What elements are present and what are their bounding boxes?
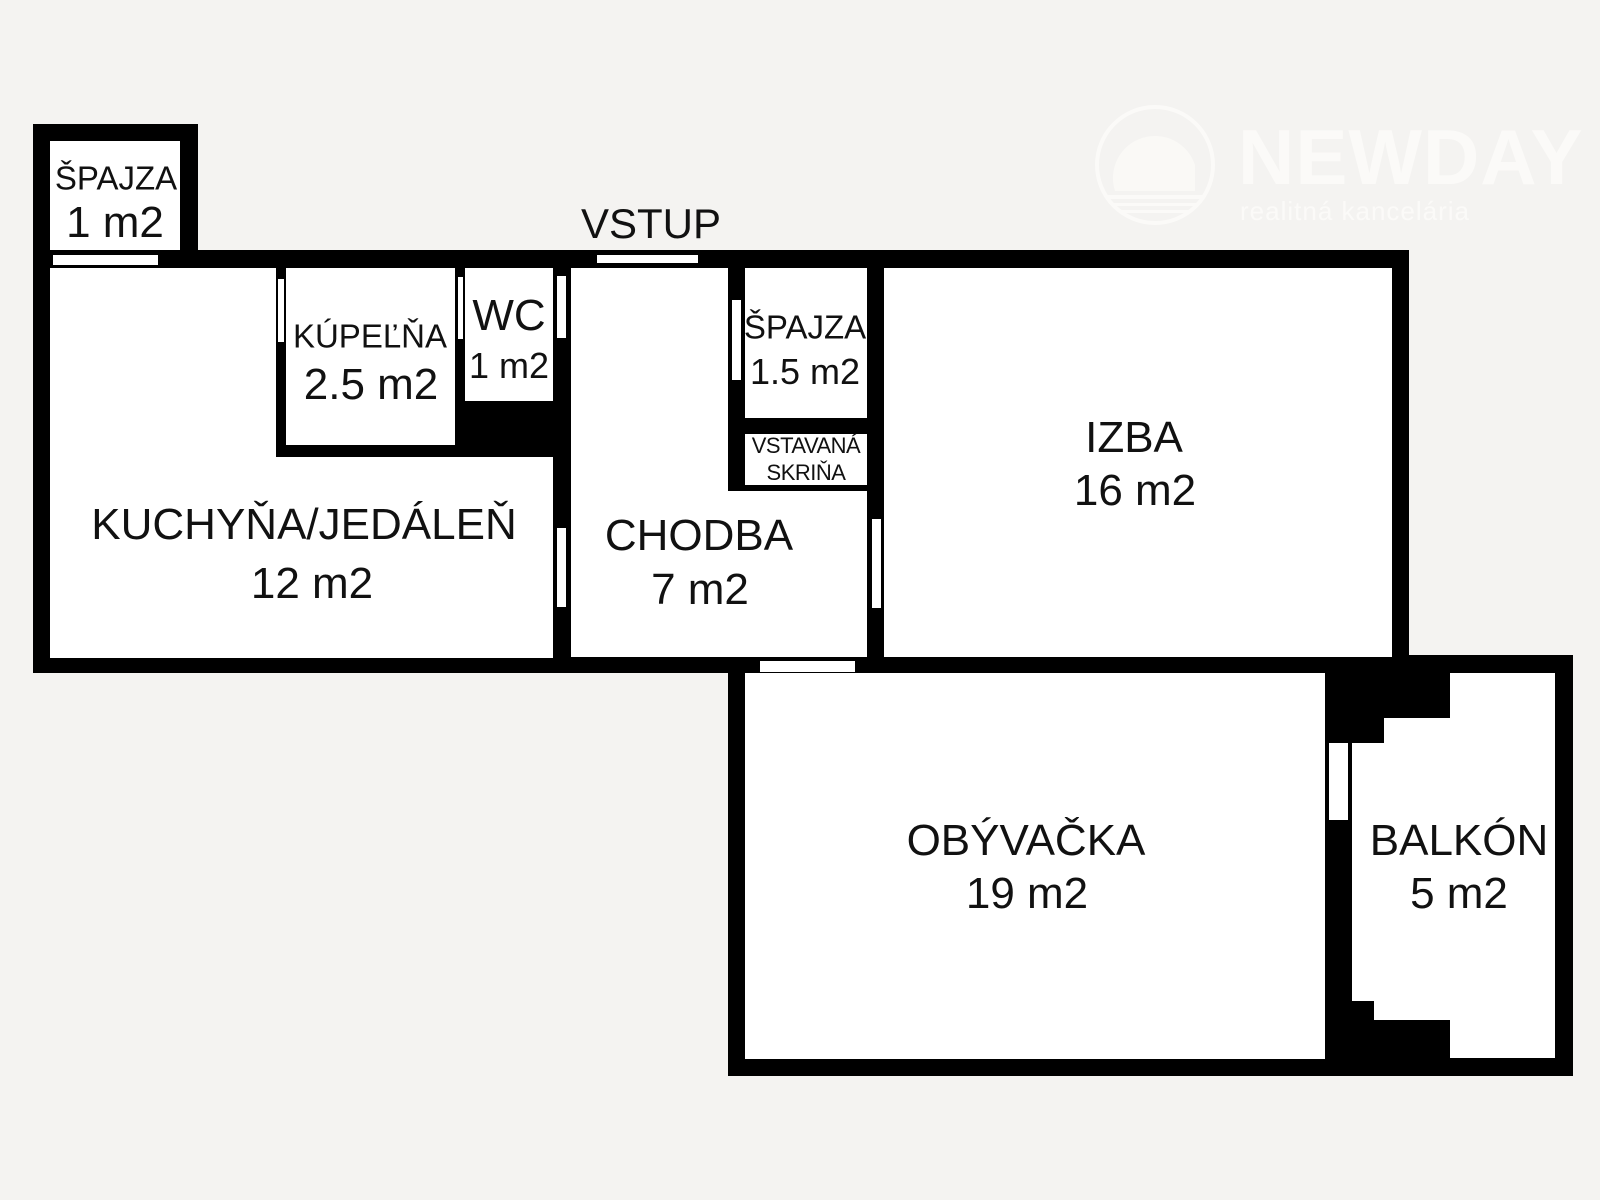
room-area: 12 m2: [250, 559, 374, 608]
room-name: KÚPEĽŇA: [292, 317, 448, 355]
room-skrina: [745, 434, 867, 485]
room-kupelna: [286, 268, 455, 445]
house-sun-logo-icon: [1095, 105, 1215, 225]
room-name: IZBA: [1085, 413, 1183, 462]
door-wc: [458, 277, 463, 339]
room-name: ŠPAJZA: [743, 308, 867, 346]
room-name: VSTAVANÁ: [751, 433, 861, 458]
room-spajza: [745, 268, 867, 418]
room-wc: [465, 268, 553, 401]
room-name: BALKÓN: [1369, 816, 1549, 865]
door-kupelna: [278, 279, 284, 342]
entrance-label: VSTUP: [580, 200, 722, 247]
room-area: 16 m2: [1073, 466, 1197, 515]
door-spajza: [732, 300, 741, 380]
room-name: CHODBA: [604, 511, 794, 560]
room-name: WC: [472, 291, 546, 340]
room-area: 19 m2: [965, 869, 1089, 918]
room-izba: [884, 268, 1392, 657]
room-area: 1 m2: [66, 198, 164, 247]
door-kuchyna: [557, 528, 566, 607]
room-area: 7 m2: [651, 565, 749, 614]
room-area: 2.5 m2: [303, 360, 439, 409]
room-name: SKRIŇA: [766, 460, 846, 485]
door-izba: [872, 519, 881, 608]
room-name: ŠPAJZA: [54, 159, 178, 197]
door-chodba-top: [557, 276, 566, 338]
room-area: 1.5 m2: [749, 351, 861, 392]
door-balkon: [1329, 743, 1348, 820]
balcony-step: [1352, 1001, 1374, 1058]
balcony-step: [1374, 1020, 1450, 1058]
watermark-tagline: realitná kancelária: [1240, 196, 1471, 226]
room-spajza-small: [50, 141, 180, 250]
balcony-step: [1352, 718, 1384, 743]
entrance-door: [597, 255, 698, 263]
room-name: OBÝVAČKA: [906, 816, 1146, 865]
room-obyvacka: [745, 673, 1325, 1059]
room-area: 5 m2: [1410, 869, 1508, 918]
watermark-brand: NEWDAY: [1238, 113, 1584, 201]
balcony-step: [1352, 673, 1450, 718]
room-balkon: [1352, 673, 1555, 1058]
room-area: 1 m2: [468, 345, 550, 386]
door-obyvacka: [760, 661, 855, 672]
room-name: KUCHYŇA/JEDÁLEŇ: [91, 500, 517, 549]
door-spajza-small: [53, 255, 158, 265]
